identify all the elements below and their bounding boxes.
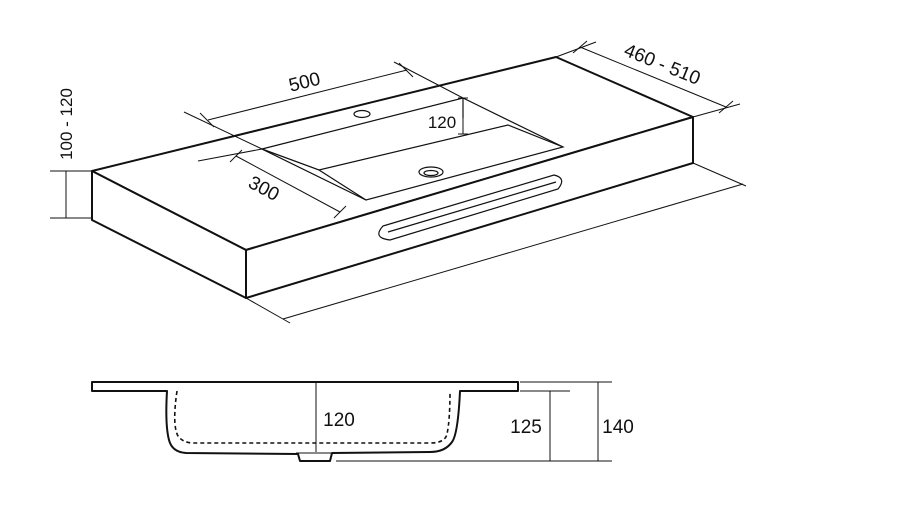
drain-hole <box>418 166 444 178</box>
bowl-depth-label: 120 <box>428 113 456 132</box>
section-inner-dashed <box>173 390 451 444</box>
drain-inner <box>423 169 439 177</box>
dimension-length <box>245 162 747 324</box>
dimension-thickness: 100 - 120 <box>50 88 92 219</box>
basin-front-wall-line <box>318 169 367 201</box>
section-total-label: 140 <box>602 417 634 438</box>
dimension-section-total: 140 <box>336 381 634 462</box>
depth-label: 460 - 510 <box>621 40 703 90</box>
section-inner-label: 120 <box>323 410 355 431</box>
section-bowl-label: 125 <box>510 417 542 438</box>
towel-slot <box>378 174 563 241</box>
section-view: 120 125 140 <box>91 381 634 462</box>
basin-inner-wall <box>261 124 564 171</box>
section-outline <box>91 381 519 462</box>
dimension-bowl-depth: 120 <box>428 97 468 135</box>
isometric-view: 500 460 - 510 120 300 <box>50 40 747 324</box>
dimension-section-inner: 120 <box>315 382 355 452</box>
towel-slot-inner <box>387 181 557 233</box>
thickness-label: 100 - 120 <box>57 88 76 160</box>
tap-hole <box>353 109 371 119</box>
dimension-section-bowl: 125 <box>510 390 570 462</box>
